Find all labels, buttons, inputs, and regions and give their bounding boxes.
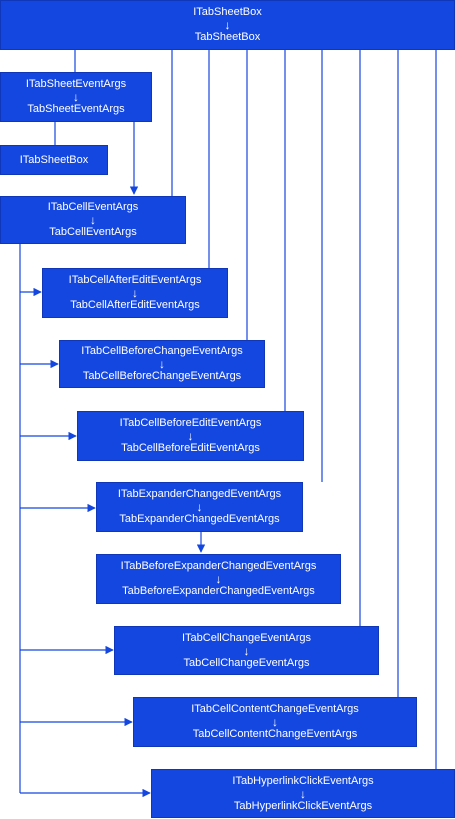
node-interface-label: ITabCellEventArgs (47, 201, 139, 213)
node-tabsheetbox-child[interactable]: ITabSheetBox (0, 145, 108, 175)
node-class-label: TabSheetEventArgs (27, 103, 125, 115)
node-tabcellcontentchangeargs[interactable]: ITabCellContentChangeEventArgs ↓ TabCell… (133, 697, 417, 747)
implements-arrow-icon: ↓ (132, 286, 138, 300)
node-class-label: TabCellBeforeEditEventArgs (121, 442, 260, 454)
node-interface-label: ITabBeforeExpanderChangedEventArgs (120, 560, 317, 572)
node-tabcelleventargs[interactable]: ITabCellEventArgs ↓ TabCellEventArgs (0, 196, 186, 244)
node-tabcellchangeargs[interactable]: ITabCellChangeEventArgs ↓ TabCellChangeE… (114, 626, 379, 675)
node-class-label: TabExpanderChangedEventArgs (119, 513, 280, 525)
node-tabsheetbox-root[interactable]: ITabSheetBox ↓ TabSheetBox (0, 0, 455, 50)
implements-arrow-icon: ↓ (196, 500, 203, 514)
node-class-label: TabCellContentChangeEventArgs (192, 728, 358, 740)
implements-arrow-icon: ↓ (90, 213, 96, 227)
node-tabcellaftereditargs[interactable]: ITabCellAfterEditEventArgs ↓ TabCellAfte… (42, 268, 228, 318)
node-interface-label: ITabSheetBox (19, 153, 89, 166)
implements-arrow-icon: ↓ (159, 357, 165, 371)
node-class-label: TabCellChangeEventArgs (183, 656, 310, 669)
node-interface-label: ITabSheetEventArgs (25, 78, 127, 90)
implements-arrow-icon: ↓ (224, 18, 231, 32)
node-interface-label: ITabExpanderChangedEventArgs (117, 488, 282, 500)
node-class-label: TabCellBeforeChangeEventArgs (82, 370, 242, 382)
node-class-label: TabHyperlinkClickEventArgs (233, 799, 373, 812)
node-class-label: TabBeforeExpanderChangedEventArgs (122, 585, 315, 597)
node-interface-label: ITabCellBeforeEditEventArgs (119, 417, 262, 429)
implements-arrow-icon: ↓ (187, 429, 194, 443)
node-class-label: TabSheetBox (194, 31, 261, 43)
implements-arrow-icon: ↓ (243, 643, 250, 658)
node-class-label: TabCellAfterEditEventArgs (70, 299, 200, 311)
node-interface-label: ITabCellContentChangeEventArgs (191, 703, 359, 715)
node-tabsheeteventargs[interactable]: ITabSheetEventArgs ↓ TabSheetEventArgs (0, 72, 152, 122)
implements-arrow-icon: ↓ (300, 786, 306, 801)
implements-arrow-icon: ↓ (272, 715, 278, 729)
node-class-label: TabCellEventArgs (49, 226, 137, 238)
implements-arrow-icon: ↓ (73, 90, 79, 104)
node-interface-label: ITabCellChangeEventArgs (181, 631, 312, 644)
node-tabexpanderchangedargs[interactable]: ITabExpanderChangedEventArgs ↓ TabExpand… (96, 482, 303, 532)
node-interface-label: ITabCellAfterEditEventArgs (68, 274, 202, 286)
node-tabhyperlinkclickargs[interactable]: ITabHyperlinkClickEventArgs ↓ TabHyperli… (151, 769, 455, 818)
node-interface-label: ITabHyperlinkClickEventArgs (232, 774, 374, 787)
implements-arrow-icon: ↓ (215, 572, 222, 586)
node-interface-label: ITabCellBeforeChangeEventArgs (81, 345, 243, 357)
node-tabcellbeforechangeargs[interactable]: ITabCellBeforeChangeEventArgs ↓ TabCellB… (59, 340, 265, 388)
node-interface-label: ITabSheetBox (193, 6, 262, 18)
node-tabbeforeexpanderchangedargs[interactable]: ITabBeforeExpanderChangedEventArgs ↓ Tab… (96, 554, 341, 604)
node-tabcellbeforeeditargs[interactable]: ITabCellBeforeEditEventArgs ↓ TabCellBef… (77, 411, 304, 461)
